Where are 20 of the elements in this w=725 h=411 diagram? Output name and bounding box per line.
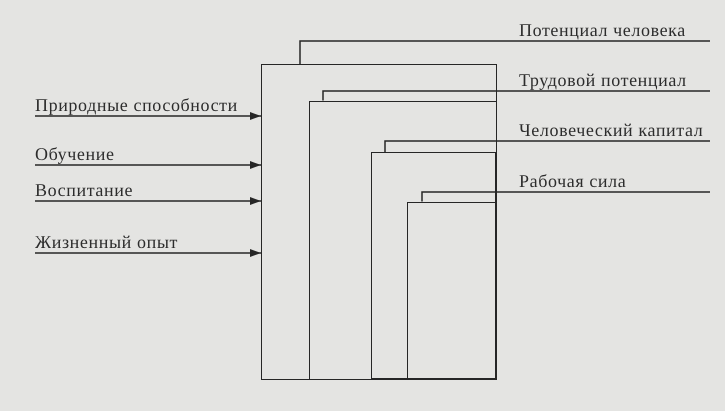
leader-line (421, 191, 711, 202)
nested-box (308, 100, 496, 380)
arrow (35, 197, 261, 205)
level-label: Рабочая сила (519, 171, 626, 192)
level-label: Человеческий капитал (519, 120, 704, 141)
level-label: Трудовой потенциал (519, 70, 687, 91)
leader-line (322, 90, 711, 100)
factor-label: Воспитание (35, 180, 134, 201)
leader-line (384, 140, 711, 152)
factor-label: Жизненный опыт (35, 232, 178, 253)
nested-box (261, 64, 497, 380)
arrow (35, 161, 261, 169)
factor-label: Природные способности (35, 95, 238, 116)
arrow (35, 249, 261, 257)
nested-box (371, 152, 496, 379)
nested-box (406, 202, 496, 378)
factor-label: Обучение (35, 144, 115, 165)
arrow (35, 112, 261, 120)
level-label: Потенциал человека (519, 20, 686, 41)
leader-line (299, 40, 711, 64)
